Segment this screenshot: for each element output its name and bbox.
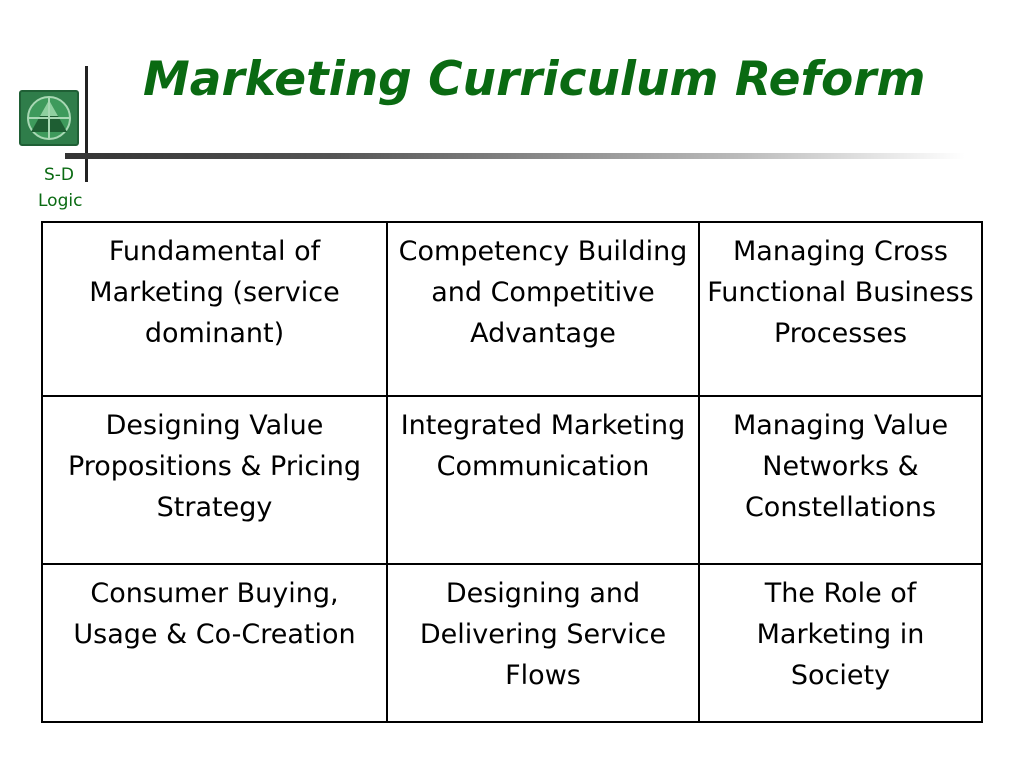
side-label-sd: S-D — [44, 165, 75, 185]
logo-emblem — [19, 90, 79, 146]
curriculum-table: Fundamental of Marketing (service domina… — [41, 221, 983, 723]
vertical-divider — [85, 66, 88, 182]
table-cell: Consumer Buying, Usage & Co-Creation — [41, 563, 388, 723]
table-cell: Managing Cross Functional Business Proce… — [698, 221, 983, 397]
title-underline — [65, 153, 965, 159]
triangle-emblem-icon — [27, 96, 71, 140]
slide-title: Marketing Curriculum Reform — [143, 52, 926, 107]
table-cell: Managing Value Networks & Constellations — [698, 395, 983, 565]
table-row: Designing Value Propositions & Pricing S… — [41, 395, 983, 565]
table-cell: Competency Building and Competitive Adva… — [386, 221, 700, 397]
table-row: Consumer Buying, Usage & Co-Creation Des… — [41, 563, 983, 723]
table-cell: The Role of Marketing in Society — [698, 563, 983, 723]
table-cell: Designing and Delivering Service Flows — [386, 563, 700, 723]
table-cell: Integrated Marketing Communication — [386, 395, 700, 565]
side-label-logic: Logic — [38, 191, 83, 211]
table-cell: Fundamental of Marketing (service domina… — [41, 221, 388, 397]
table-cell: Designing Value Propositions & Pricing S… — [41, 395, 388, 565]
table-row: Fundamental of Marketing (service domina… — [41, 221, 983, 397]
